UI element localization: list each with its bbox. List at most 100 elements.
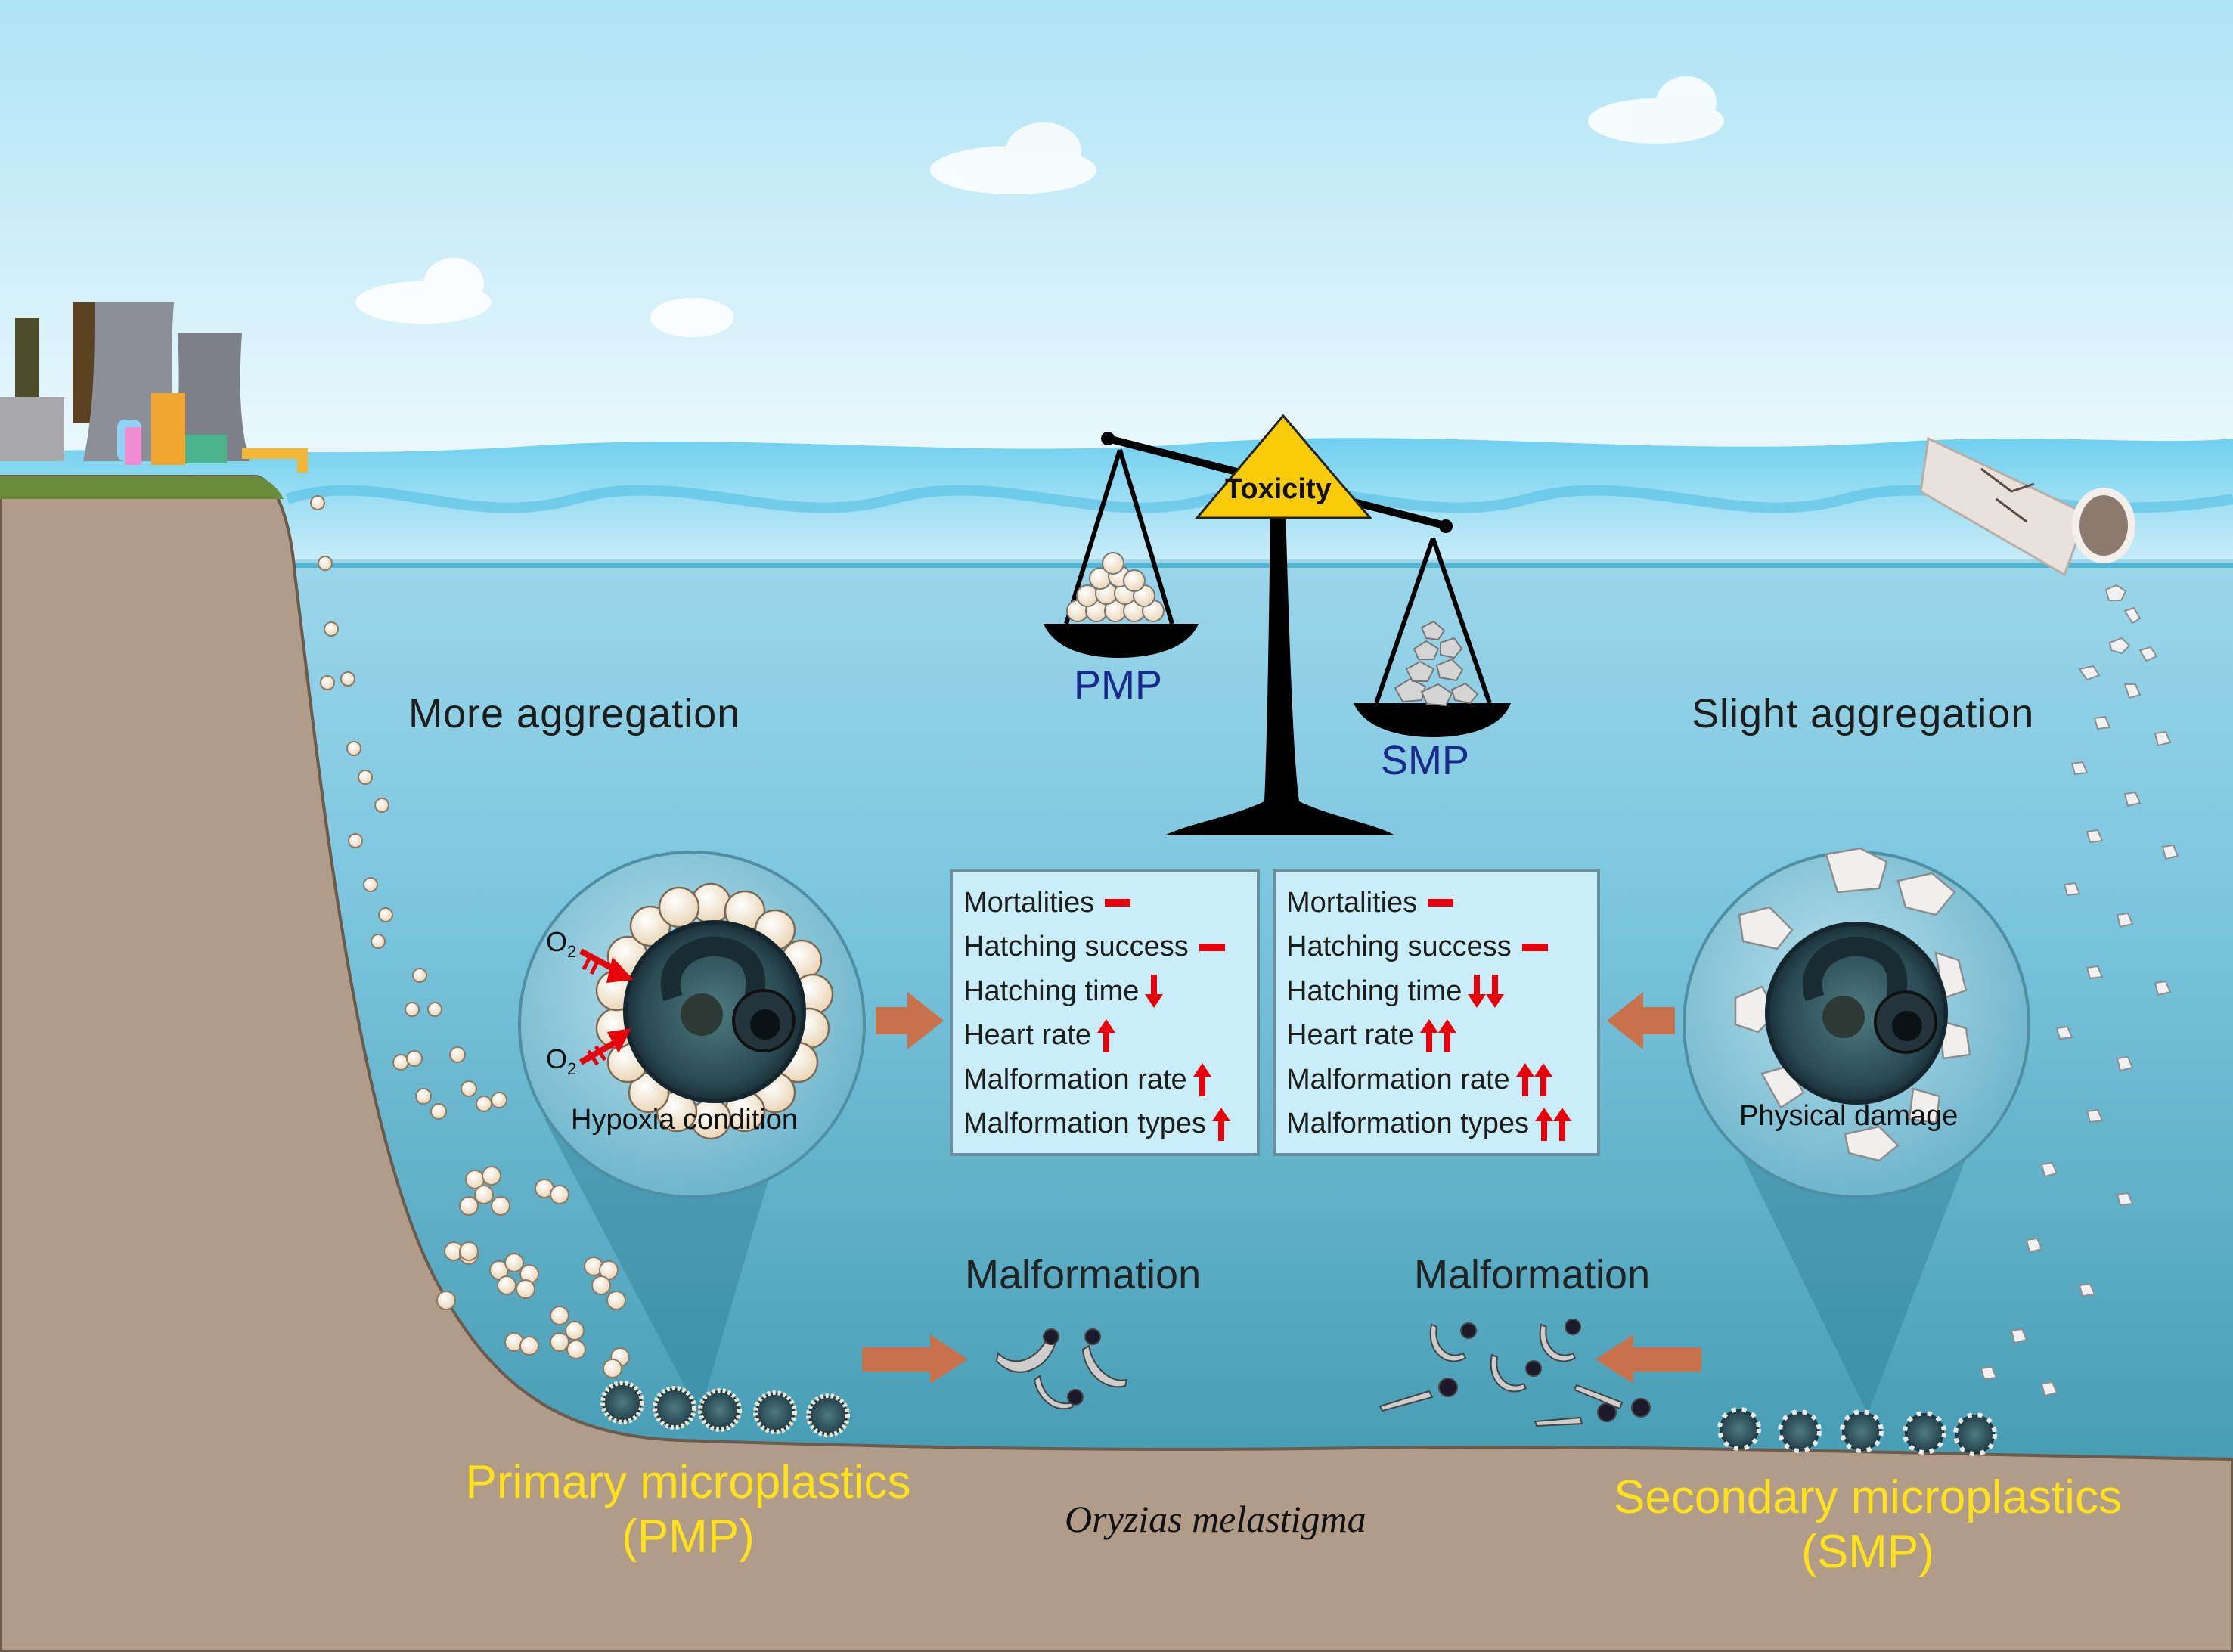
arrow-down-icon [1468,975,1487,1009]
pmp-effect-row: Malformation types [963,1102,1257,1147]
sky [0,0,2233,484]
effect-indicator-down-down [1468,975,1505,1009]
o2-blocked-arrows [579,948,634,1066]
pmp-particle-stream [310,495,507,1120]
arrow-up-icon [1096,1018,1115,1052]
slight-aggregation-label: Slight aggregation [1692,691,2035,736]
o2-subscript: 2 [567,1059,577,1079]
o2-subscript: 2 [567,942,577,962]
o2-label-bottom: O2 [546,1043,576,1079]
effect-indicator-up [1212,1107,1231,1141]
no-change-dash-icon [1199,943,1225,951]
effect-name: Malformation types [1286,1108,1530,1140]
effect-name: Malformation types [963,1108,1207,1140]
o2-symbol: O [546,1043,568,1074]
effect-name: Heart rate [963,1019,1091,1052]
smp-zoom-cone [1724,1119,1981,1414]
malformed-larvae-pmp [995,1328,1128,1409]
o2-symbol: O [546,926,568,957]
arrow-down-icon [1486,975,1505,1009]
toxicity-label: Toxicity [1225,473,1332,505]
smp-title-line2: (SMP) [1801,1526,1934,1578]
effect-indicator-no-change [1100,899,1131,907]
effect-name: Mortalities [963,886,1095,919]
effect-indicator-down [1145,975,1164,1009]
arrow-up-icon [1419,1018,1438,1052]
smp-effect-row: Mortalities [1286,881,1597,925]
malformation-label-pmp: Malformation [965,1252,1202,1297]
more-aggregation-label: More aggregation [408,691,741,736]
hypoxia-caption: Hypoxia condition [571,1104,798,1136]
malformed-larvae-smp [1379,1319,1651,1427]
pmp-aggregates [436,1166,630,1378]
no-change-dash-icon [1105,899,1131,907]
effect-indicator-no-change [1195,943,1225,951]
arrow-up-icon [1534,1063,1552,1097]
no-change-dash-icon [1521,943,1548,951]
effect-name: Heart rate [1286,1019,1414,1052]
pmp-effect-row: Mortalities [963,881,1257,925]
arrow-up-icon [1212,1107,1231,1141]
smp-effect-row: Hatching time [1286,969,1597,1014]
effect-name: Hatching success [963,931,1189,963]
smp-embryo-icon [1734,847,1971,1162]
no-change-dash-icon [1428,899,1454,907]
scale-pan-label-smp: SMP [1381,738,1470,783]
pmp-embryo-icon [595,882,834,1140]
pmp-effect-row: Heart rate [963,1014,1257,1058]
pmp-effect-row: Hatching success [963,925,1257,970]
effect-name: Hatching time [1286,975,1462,1007]
pmp-effect-row: Malformation rate [963,1058,1257,1102]
pmp-title-line2: (PMP) [622,1511,755,1563]
effect-indicator-up [1192,1063,1211,1097]
effect-indicator-no-change [1518,943,1548,951]
pmp-title: Primary microplastics (PMP) [423,1455,953,1564]
effect-indicator-up-up [1515,1063,1552,1097]
arrow-up-icon [1535,1107,1554,1141]
arrow-right-to-pmp-effects [876,992,944,1049]
malformation-label-smp: Malformation [1414,1252,1651,1297]
arrow-up-icon [1192,1063,1211,1097]
factory-icon [0,302,308,473]
effect-indicator-up [1096,1018,1115,1052]
effect-name: Malformation rate [1286,1063,1510,1096]
pmp-title-line1: Primary microplastics [465,1456,911,1508]
physical-damage-caption: Physical damage [1739,1100,1959,1132]
pmp-seafloor-embryos [600,1381,850,1437]
arrow-up-icon [1553,1107,1572,1141]
smp-effect-row: Malformation types [1286,1102,1597,1147]
effect-name: Hatching time [963,975,1140,1007]
arrow-right-to-pmp-larvae [862,1334,968,1384]
effect-name: Mortalities [1286,886,1418,919]
smp-seafloor-embryos [1717,1407,1997,1456]
pmp-effect-row: Hatching time [963,969,1257,1014]
effect-name: Hatching success [1286,931,1512,963]
arrow-up-icon [1437,1018,1456,1052]
smp-title: Secondary microplastics (SMP) [1565,1471,2170,1579]
arrow-up-icon [1515,1063,1534,1097]
effect-indicator-up-up [1535,1107,1572,1141]
effect-name: Malformation rate [963,1063,1187,1096]
species-label: Oryzias melastigma [1065,1498,1366,1540]
scale-pan-label-pmp: PMP [1074,662,1163,708]
effect-indicator-no-change [1423,899,1454,907]
smp-title-line1: Secondary microplastics [1614,1471,2122,1523]
o2-label-top: O2 [546,926,576,962]
arrow-down-icon [1145,975,1164,1009]
broken-pipe-icon [1919,436,2135,577]
seafloor [0,475,2233,1652]
arrow-left-to-smp-larvae [1596,1334,1701,1384]
water-surface [0,438,2233,559]
smp-fragment-stream [1980,584,2179,1397]
smp-effect-row: Hatching success [1286,925,1597,970]
arrow-left-to-smp-effects [1607,992,1675,1049]
effect-indicator-up-up [1419,1018,1456,1052]
smp-effect-row: Heart rate [1286,1014,1597,1058]
clouds [355,76,1724,337]
